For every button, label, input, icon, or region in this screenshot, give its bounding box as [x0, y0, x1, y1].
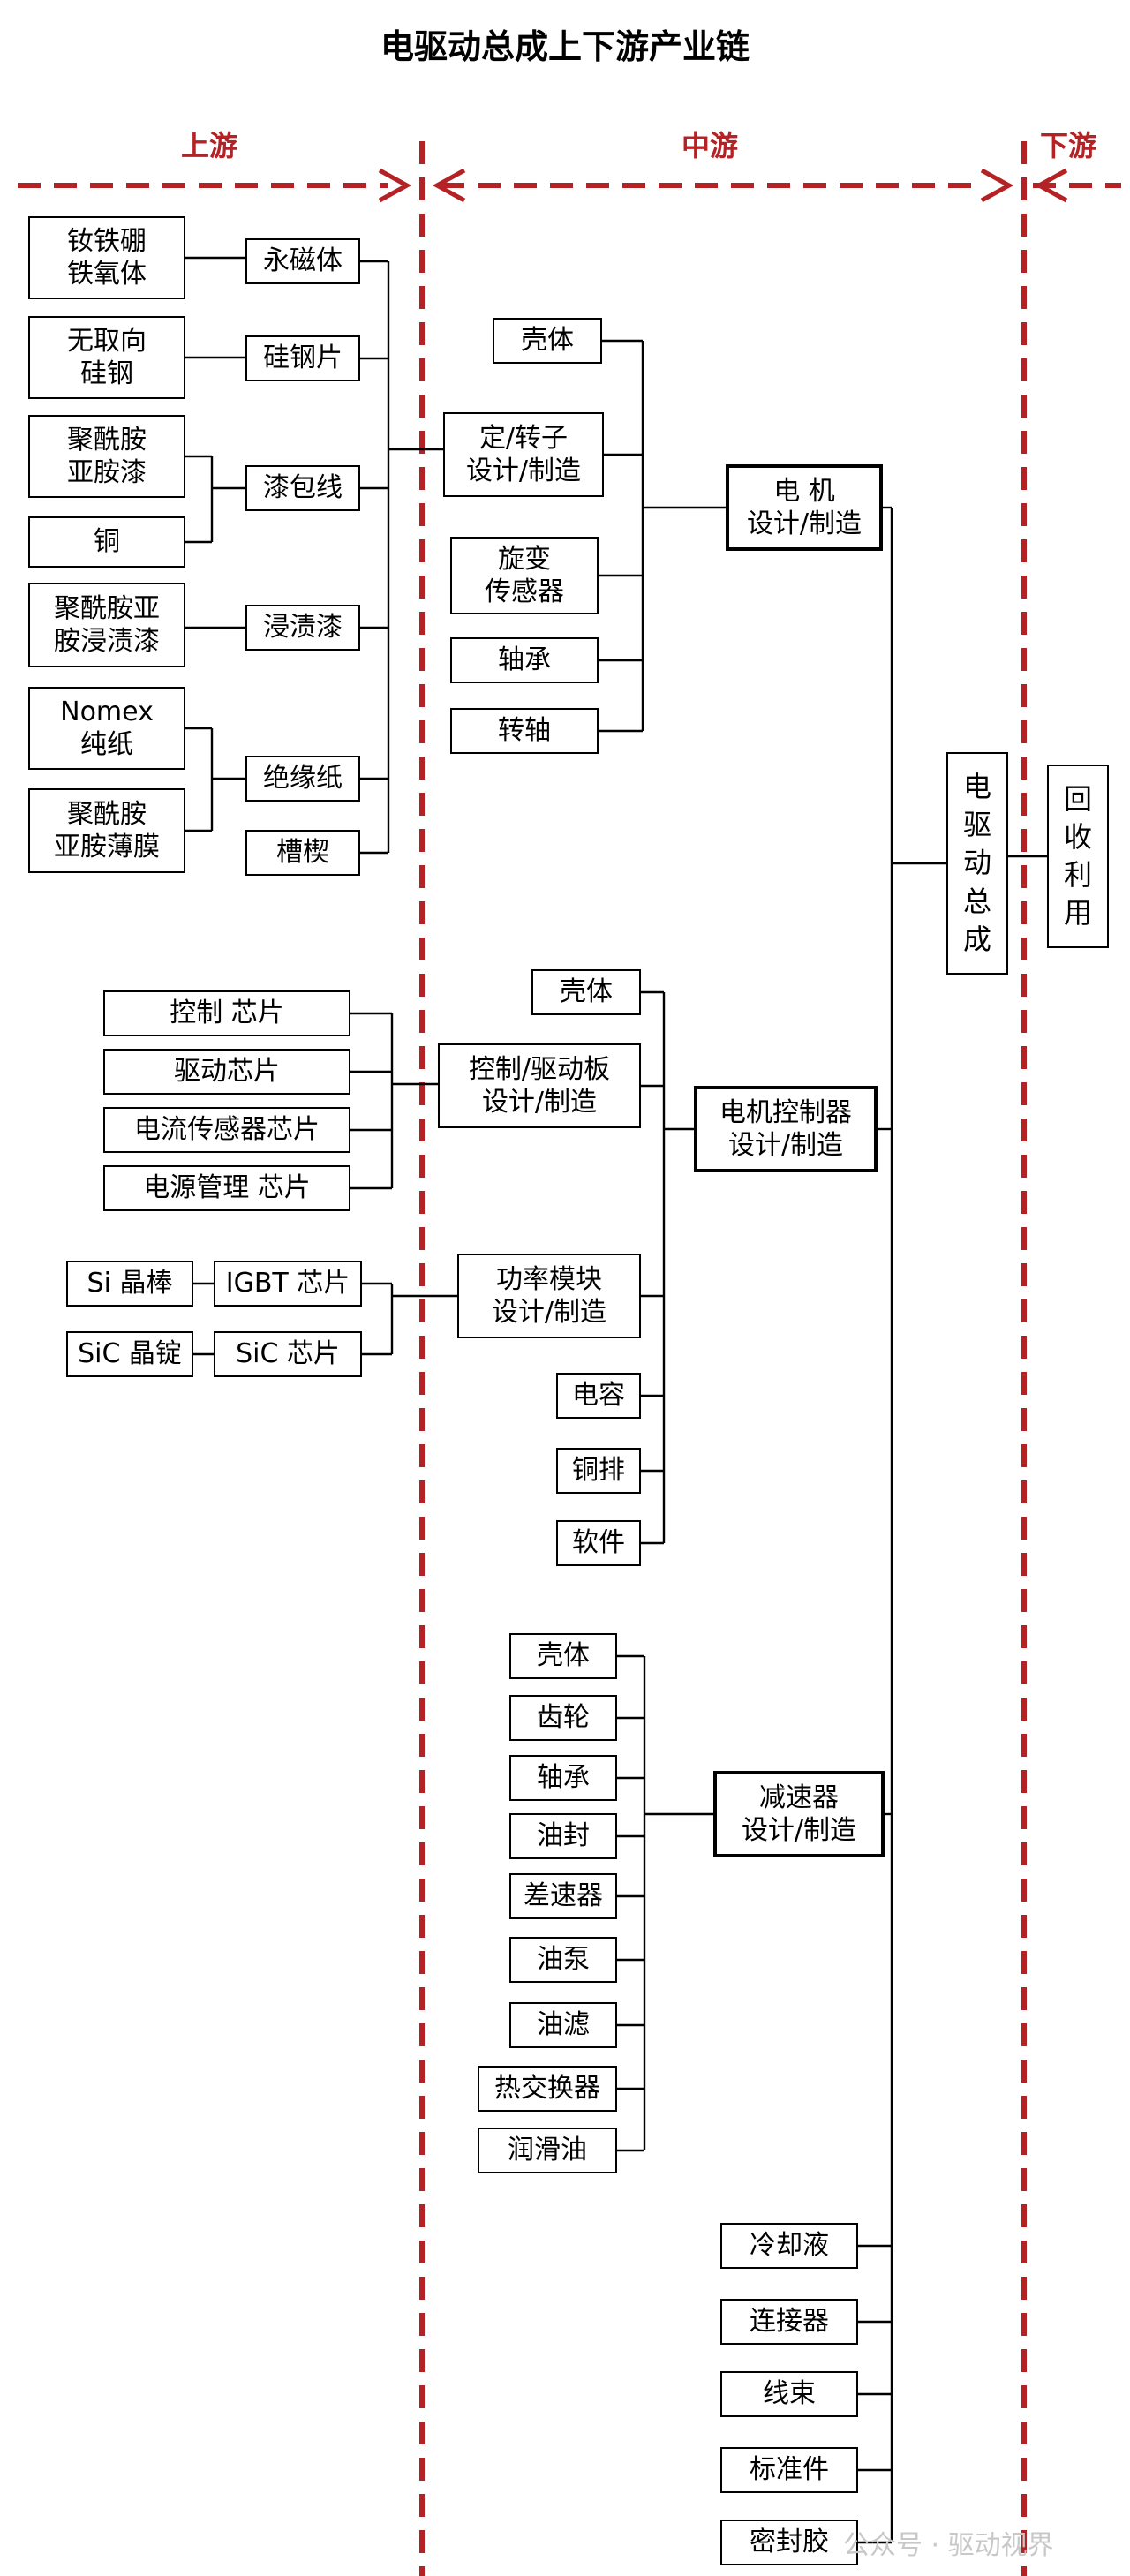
watermark: 公众号 · 驱动视界 — [843, 2530, 1054, 2561]
node-power-module: 功率模块 设计/制造 — [457, 1254, 641, 1338]
region-midstream-label: 中游 — [682, 129, 739, 162]
node-oil-filter: 油滤 — [509, 2002, 617, 2048]
node-busbar: 铜排 — [556, 1448, 641, 1494]
node-oil-pump: 油泵 — [509, 1937, 617, 1983]
region-upstream-label: 上游 — [181, 129, 238, 162]
node-motor-controller: 电机控制器 设计/制造 — [694, 1086, 878, 1172]
node-recycling: 回 收 利 用 — [1047, 765, 1109, 948]
node-gear: 齿轮 — [509, 1695, 617, 1741]
node-capacitor: 电容 — [556, 1373, 641, 1419]
node-power-management-chip: 电源管理 芯片 — [103, 1165, 350, 1211]
node-slot-wedge: 槽楔 — [245, 830, 360, 876]
node-silicon-steel-sheet: 硅钢片 — [245, 335, 360, 381]
node-control-chip: 控制 芯片 — [103, 990, 350, 1036]
region-downstream-label: 下游 — [1040, 129, 1097, 162]
node-polyimide-paint: 聚酰胺 亚胺漆 — [28, 415, 185, 498]
node-permanent-magnet: 永磁体 — [245, 238, 360, 284]
node-current-sensor-chip: 电流传感器芯片 — [103, 1107, 350, 1153]
node-wire-harness: 线束 — [720, 2371, 858, 2417]
node-polyimide-dip-paint: 聚酰胺亚 胺浸渍漆 — [28, 583, 185, 667]
node-oil-seal: 油封 — [509, 1813, 617, 1859]
node-edrive-assembly: 电 驱 动 总 成 — [946, 752, 1008, 975]
page-title: 电驱动总成上下游产业链 — [380, 27, 750, 66]
node-motor-design: 电 机 设计/制造 — [726, 464, 883, 551]
node-motor-bearing: 轴承 — [450, 637, 599, 683]
node-sic-ingot: SiC 晶锭 — [66, 1331, 193, 1377]
node-polyimide-film: 聚酰胺 亚胺薄膜 — [28, 788, 185, 873]
node-differential: 差速器 — [509, 1873, 617, 1919]
node-insulation-paper: 绝缘纸 — [245, 756, 360, 802]
node-dip-paint: 浸渍漆 — [245, 605, 360, 651]
node-motor-housing: 壳体 — [493, 318, 602, 364]
node-enamel-wire: 漆包线 — [245, 465, 360, 511]
node-igbt-chip: IGBT 芯片 — [214, 1261, 362, 1307]
node-nonoriented-steel: 无取向 硅钢 — [28, 316, 185, 399]
node-controller-housing: 壳体 — [531, 969, 641, 1015]
node-sealant: 密封胶 — [720, 2520, 858, 2565]
node-sic-chip: SiC 芯片 — [214, 1331, 362, 1377]
node-resolver-sensor: 旋变 传感器 — [450, 537, 599, 614]
node-connector: 连接器 — [720, 2299, 858, 2345]
divider-arrowheads — [378, 168, 1068, 203]
node-reducer-housing: 壳体 — [509, 1633, 617, 1679]
node-drive-chip: 驱动芯片 — [103, 1049, 350, 1095]
node-standard-parts: 标准件 — [720, 2447, 858, 2493]
node-copper: 铜 — [28, 516, 185, 568]
node-si-rod: Si 晶棒 — [66, 1261, 193, 1307]
node-control-drive-board: 控制/驱动板 设计/制造 — [438, 1043, 641, 1128]
node-nomex-paper: Nomex 纯纸 — [28, 687, 185, 770]
node-software: 软件 — [556, 1520, 641, 1566]
node-reducer: 减速器 设计/制造 — [713, 1771, 885, 1857]
node-ndfeb-ferrite: 钕铁硼 铁氧体 — [28, 216, 185, 299]
node-lubricating-oil: 润滑油 — [478, 2128, 617, 2173]
node-heat-exchanger: 热交换器 — [478, 2066, 617, 2112]
node-shaft: 转轴 — [450, 708, 599, 754]
node-stator-rotor: 定/转子 设计/制造 — [443, 412, 604, 497]
node-reducer-bearing: 轴承 — [509, 1755, 617, 1801]
node-coolant: 冷却液 — [720, 2223, 858, 2269]
